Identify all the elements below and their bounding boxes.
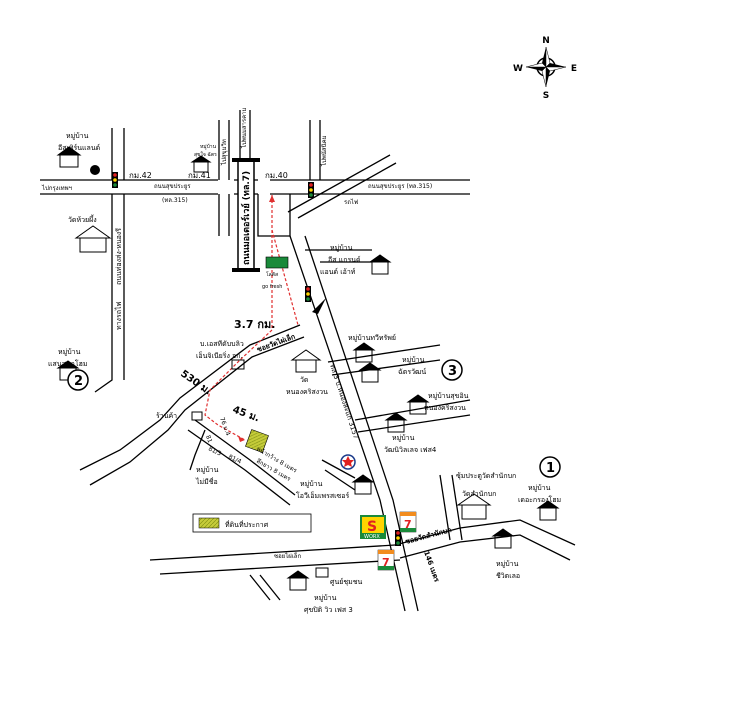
village-no-name-2: ไม่มีชื่อ xyxy=(195,477,218,486)
village-easter-land-1: หมู่บ้าน xyxy=(66,132,89,140)
village-icon xyxy=(56,146,560,591)
label-suk315-left: ถนนสุขประยูร xyxy=(154,183,191,190)
legend-swatch xyxy=(198,517,220,529)
compass-w: W xyxy=(513,64,523,74)
north-arrow-icon xyxy=(312,298,326,314)
wat-nong-bua: วัดห้วยผึ้ง xyxy=(68,213,97,224)
traffic-light-icon xyxy=(308,182,314,198)
wat-sam-nak-bok: วัดสำนักบก xyxy=(462,490,496,498)
shop-rice: ร้านค้า xyxy=(156,412,177,420)
label-khao-mai-kaew: ซอยไผ่เล็ก xyxy=(274,551,301,560)
lotus-gofresh-icon: โลตัส go fresh xyxy=(262,256,289,290)
compass-n: N xyxy=(542,36,550,46)
village-sukhumvit-top-2: สุขใจ ฉัตร xyxy=(194,151,217,158)
label-km40: กม.40 xyxy=(265,171,288,180)
plot-highlight xyxy=(245,429,269,453)
sala-label: ซุ้มประตูวัดสำนักบก xyxy=(456,472,516,480)
village-saen-suk-home-2: แสนสุขอโฮม xyxy=(48,359,87,368)
wat-nong-kham-2: หนองคริสงวน xyxy=(286,388,328,396)
village-bang-sai: หมู่บ้านทวีทรัพย์ xyxy=(348,334,396,342)
label-km42: กม.42 xyxy=(129,171,152,180)
label-km41: กม.41 xyxy=(188,171,211,180)
label-to-sukhumvit: ไปสุขุมวิท xyxy=(220,139,228,166)
village-easter-land-2: อีสเทิร์นแลนด์ xyxy=(58,144,100,152)
label-suk315-left-code: (ทล.315) xyxy=(162,197,188,204)
traffic-light-icon xyxy=(305,286,311,302)
route-path xyxy=(204,195,299,441)
label-dist-530: 530 ม. xyxy=(178,368,213,397)
label-rail: รถไฟ xyxy=(344,198,358,206)
village-the-green-2: เดอะกรองโฮม xyxy=(518,495,561,504)
village-the-green-1: หมู่บ้าน xyxy=(528,484,551,492)
seven-label: 7 xyxy=(382,556,390,569)
plot-81-4: 81/4 xyxy=(227,453,242,465)
village-sri-ramin-2: ศุขปิติ วิว เฟส 3 xyxy=(304,606,353,614)
shop-cn-1: บ.เอสทีดับบลิว xyxy=(200,340,244,348)
village-chalerm-2: ฉัตรวัฒน์ xyxy=(398,368,426,376)
village-east-grand-1: หมู่บ้าน xyxy=(330,244,353,252)
label-to-saen-phu-dok: ไปพนัสนิคม xyxy=(320,135,328,167)
gofresh-label: go fresh xyxy=(262,284,282,290)
label-suk315-right: ถนนสุขประยูร (ทล.315) xyxy=(368,183,432,190)
legend-label: ที่ดินที่ประกาศ xyxy=(225,520,269,529)
road-network xyxy=(40,110,576,612)
label-dist-146: 146 เมตร xyxy=(422,550,441,583)
label-to-pornpanusarn: ไปพนมสารคาม xyxy=(240,108,248,149)
route7-bridge: ถนนมอเตอร์เวย์ (ทล.7) xyxy=(232,158,260,272)
village-city-sell-2: ชีวิตเลอ xyxy=(496,572,520,580)
village-oriental-2: โอวีเอ็มเพรสเซอร์ xyxy=(296,491,349,500)
label-wat-khlong-road: ทล.3 บ.หนองสะแก 3157 xyxy=(328,363,360,440)
marker-two: 2 xyxy=(67,369,89,391)
marker-three: 3 xyxy=(441,359,463,381)
village-sri-ramin-1: หมู่บ้าน xyxy=(314,594,337,602)
label-dist-37: 3.7 กม. xyxy=(234,318,275,331)
village-chalerm-1: หมู่บ้าน xyxy=(402,356,425,364)
label-bang-phra-road: ถนนท่องส่ง-หนองรี xyxy=(115,228,123,285)
label-to-bangkok: ไปกรุงเทพฯ xyxy=(41,184,72,192)
temple-icon xyxy=(74,225,492,520)
svg-text:1: 1 xyxy=(546,461,555,476)
wat-nong-kham-1: วัด xyxy=(300,376,308,384)
compass-s: S xyxy=(543,91,549,101)
s-worx-logo: S WORX xyxy=(360,515,386,540)
label-dist-45: 45 ม. xyxy=(231,404,261,424)
svg-text:2: 2 xyxy=(74,374,83,389)
gas-station-icon xyxy=(340,454,356,470)
worx-label: WORX xyxy=(364,534,380,540)
marker-one: 1 xyxy=(539,456,561,478)
shop-cn-2: เอ็นจิเนียริ่ง จก. xyxy=(196,351,243,360)
village-east-grand-2: อีส แกรนด์ xyxy=(328,256,361,264)
label-rail-road: ทางรถไฟ xyxy=(114,302,123,330)
svg-text:3: 3 xyxy=(448,364,457,379)
place-labels: หมู่บ้าน อีสเทิร์นแลนด์ หมู่บ้าน สุขใจ ฉ… xyxy=(48,132,561,614)
village-suphanat-1: หมู่บ้านสุขอิน xyxy=(428,392,469,400)
village-no-name-1: หมู่บ้าน xyxy=(196,466,219,474)
seven-eleven-icon: 7 xyxy=(377,549,395,571)
lotus-label: โลตัส xyxy=(266,271,278,278)
seven-eleven-icon: 7 xyxy=(399,511,417,533)
traffic-light-icon xyxy=(112,172,118,188)
bus-stop: ศูนย์ชุมชน xyxy=(330,578,362,586)
village-suphanat-2: หนองคริสงวน xyxy=(424,404,466,412)
route7-label: ถนนมอเตอร์เวย์ (ทล.7) xyxy=(240,171,252,265)
route-arrows xyxy=(238,195,275,442)
legend: ที่ดินที่ประกาศ xyxy=(192,513,312,533)
fuel-icon xyxy=(90,165,100,175)
village-wichian-1: หมู่บ้าน xyxy=(392,434,415,442)
village-east-grand-3: แอนด์ เอ้าท์ xyxy=(320,268,356,276)
village-oriental-1: หมู่บ้าน xyxy=(300,480,323,488)
seven-label: 7 xyxy=(404,518,412,531)
village-wichian-2: วัฒนิวิลเลจ เฟส4 xyxy=(384,446,437,454)
village-city-sell-1: หมู่บ้าน xyxy=(496,560,519,568)
compass-e: E xyxy=(571,64,577,74)
village-sukhumvit-top-1: หมู่บ้าน xyxy=(200,143,217,150)
s-letter: S xyxy=(367,519,377,535)
traffic-light-icon xyxy=(395,530,401,546)
village-saen-suk-home-1: หมู่บ้าน xyxy=(58,348,81,356)
plot-81: 81 xyxy=(204,434,213,444)
plot-81-3: 81/3 xyxy=(207,445,222,457)
compass-rose-icon: N S E W xyxy=(513,36,577,101)
